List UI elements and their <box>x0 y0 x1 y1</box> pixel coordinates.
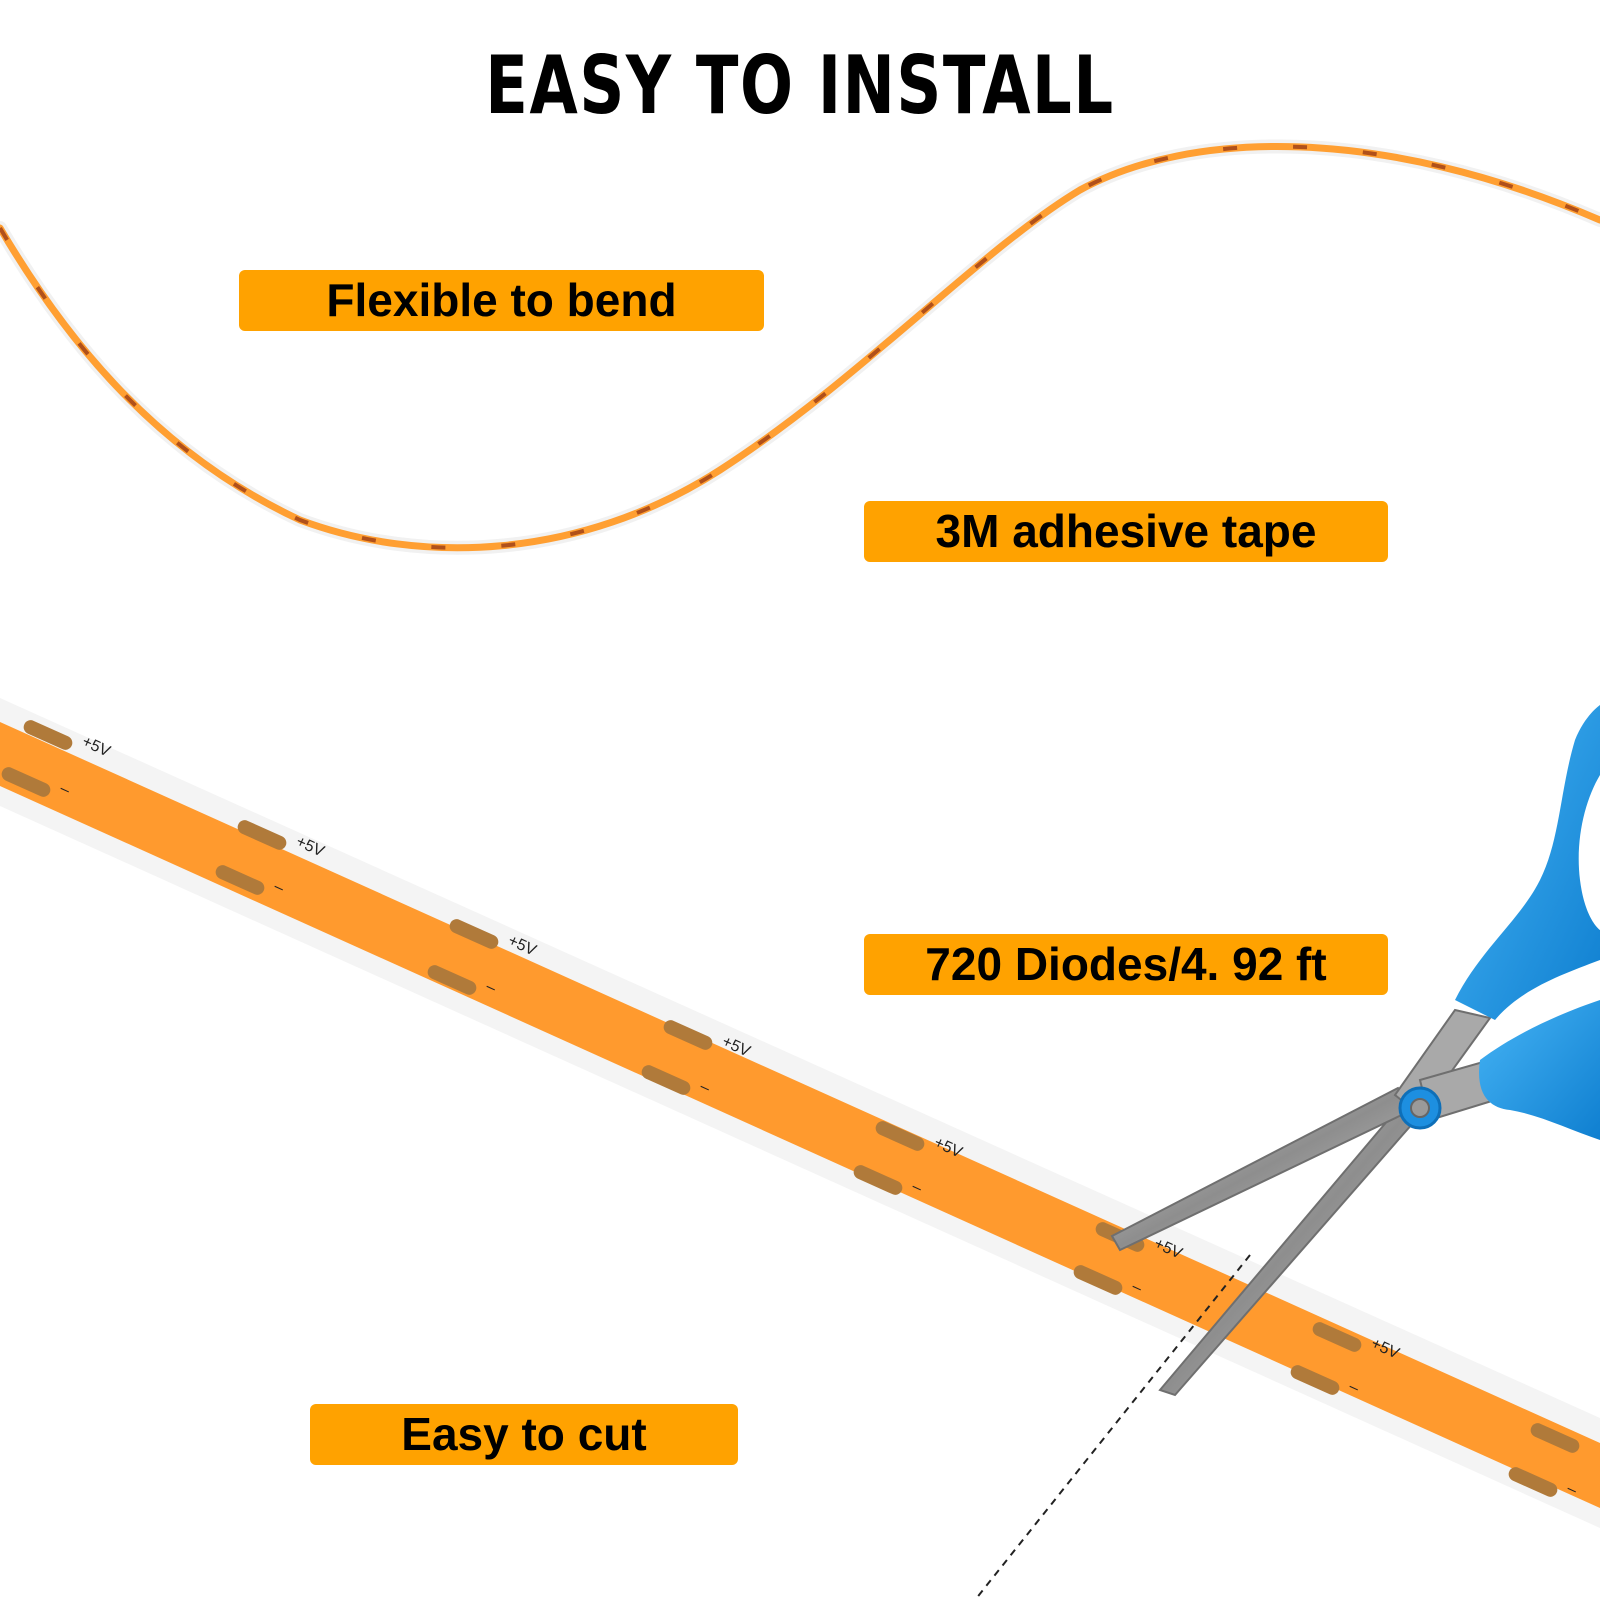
solder-pad <box>1073 1265 1123 1295</box>
badge-diode-count: 720 Diodes/4. 92 ft <box>864 934 1388 995</box>
straight-led-strip <box>0 698 1600 1528</box>
flexible-led-strip <box>0 139 1600 555</box>
solder-pad <box>237 820 287 850</box>
solder-pad <box>1312 1322 1362 1352</box>
badge-flexible-to-bend: Flexible to bend <box>239 270 764 331</box>
solder-pad <box>663 1020 713 1050</box>
solder-pad <box>875 1121 925 1151</box>
solder-pad <box>1290 1365 1340 1395</box>
solder-pad <box>641 1065 691 1095</box>
solder-pad <box>449 919 499 949</box>
badge-3m-adhesive-tape: 3M adhesive tape <box>864 501 1388 562</box>
solder-pad <box>23 720 73 750</box>
solder-pad <box>1 767 51 797</box>
solder-pad <box>215 865 265 895</box>
solder-pad <box>1508 1467 1558 1497</box>
page-title: EASY TO INSTALL <box>485 39 1115 132</box>
badge-easy-to-cut: Easy to cut <box>310 1404 738 1465</box>
solder-pad <box>1530 1423 1580 1453</box>
cut-line <box>974 1254 1251 1600</box>
solder-pad <box>427 965 477 995</box>
solder-pad <box>853 1165 903 1195</box>
scissors-icon <box>1110 705 1600 1397</box>
